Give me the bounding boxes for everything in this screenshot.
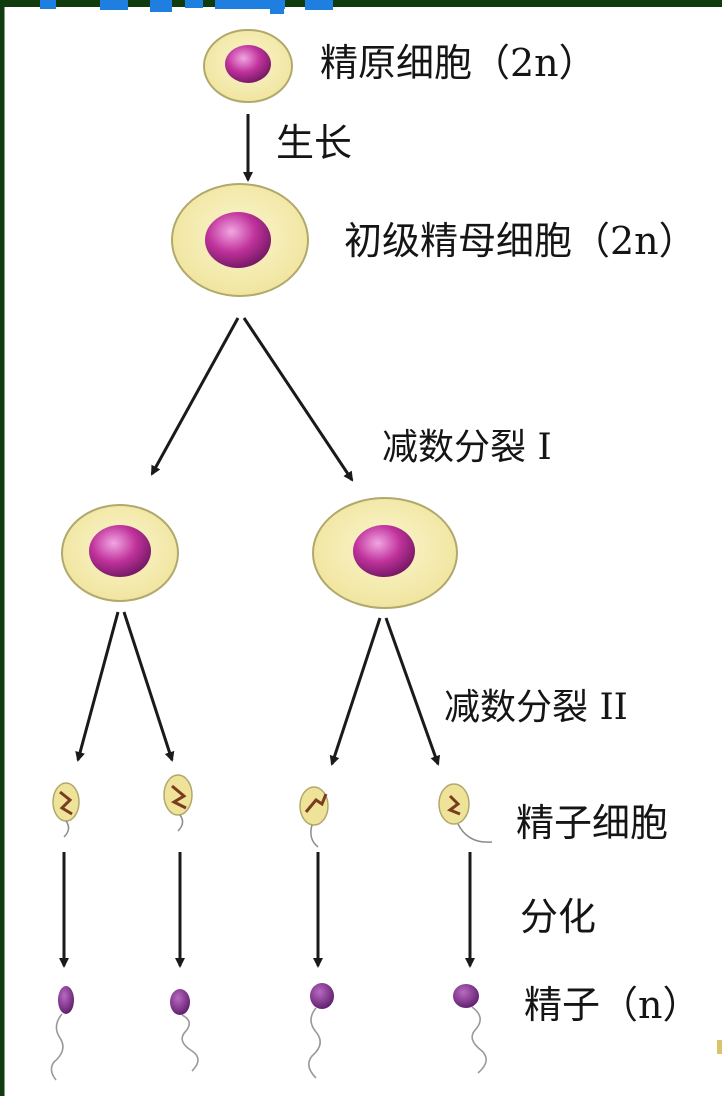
sperm-4 bbox=[453, 984, 486, 1073]
sperm-3 bbox=[309, 983, 334, 1078]
meiosis-2-arrow-3 bbox=[332, 618, 380, 764]
secondary-spermatocyte-right bbox=[313, 498, 457, 608]
spermatid-3 bbox=[300, 787, 328, 847]
spermatid-1 bbox=[53, 783, 79, 837]
meiosis-1-arrow-left bbox=[152, 318, 238, 474]
sperm-1 bbox=[51, 986, 74, 1080]
spermatogonium-cell bbox=[204, 30, 292, 102]
label-primary-spermatocyte: 初级精母细胞（2n） bbox=[344, 222, 697, 260]
meiosis-2-arrow-4 bbox=[386, 618, 438, 764]
label-meiosis-1: 减数分裂 I bbox=[382, 430, 552, 466]
label-spermatogonium: 精原细胞（2n） bbox=[320, 44, 597, 82]
meiosis-2-arrow-2 bbox=[124, 612, 172, 760]
primary-spermatocyte-cell bbox=[172, 184, 308, 296]
label-spermatid: 精子细胞 bbox=[516, 804, 668, 842]
meiosis-2-arrow-1 bbox=[78, 612, 118, 760]
label-sperm: 精子（n） bbox=[524, 986, 700, 1024]
corner-mark bbox=[717, 1040, 722, 1054]
label-meiosis-2: 减数分裂 II bbox=[444, 690, 628, 726]
meiosis-1-arrow-right bbox=[244, 318, 352, 480]
spermatid-4 bbox=[439, 784, 492, 842]
label-growth: 生长 bbox=[276, 124, 352, 162]
spermatid-2 bbox=[164, 775, 192, 831]
label-differentiation: 分化 bbox=[520, 898, 596, 936]
sperm-2 bbox=[170, 989, 198, 1071]
secondary-spermatocyte-left bbox=[62, 505, 178, 601]
